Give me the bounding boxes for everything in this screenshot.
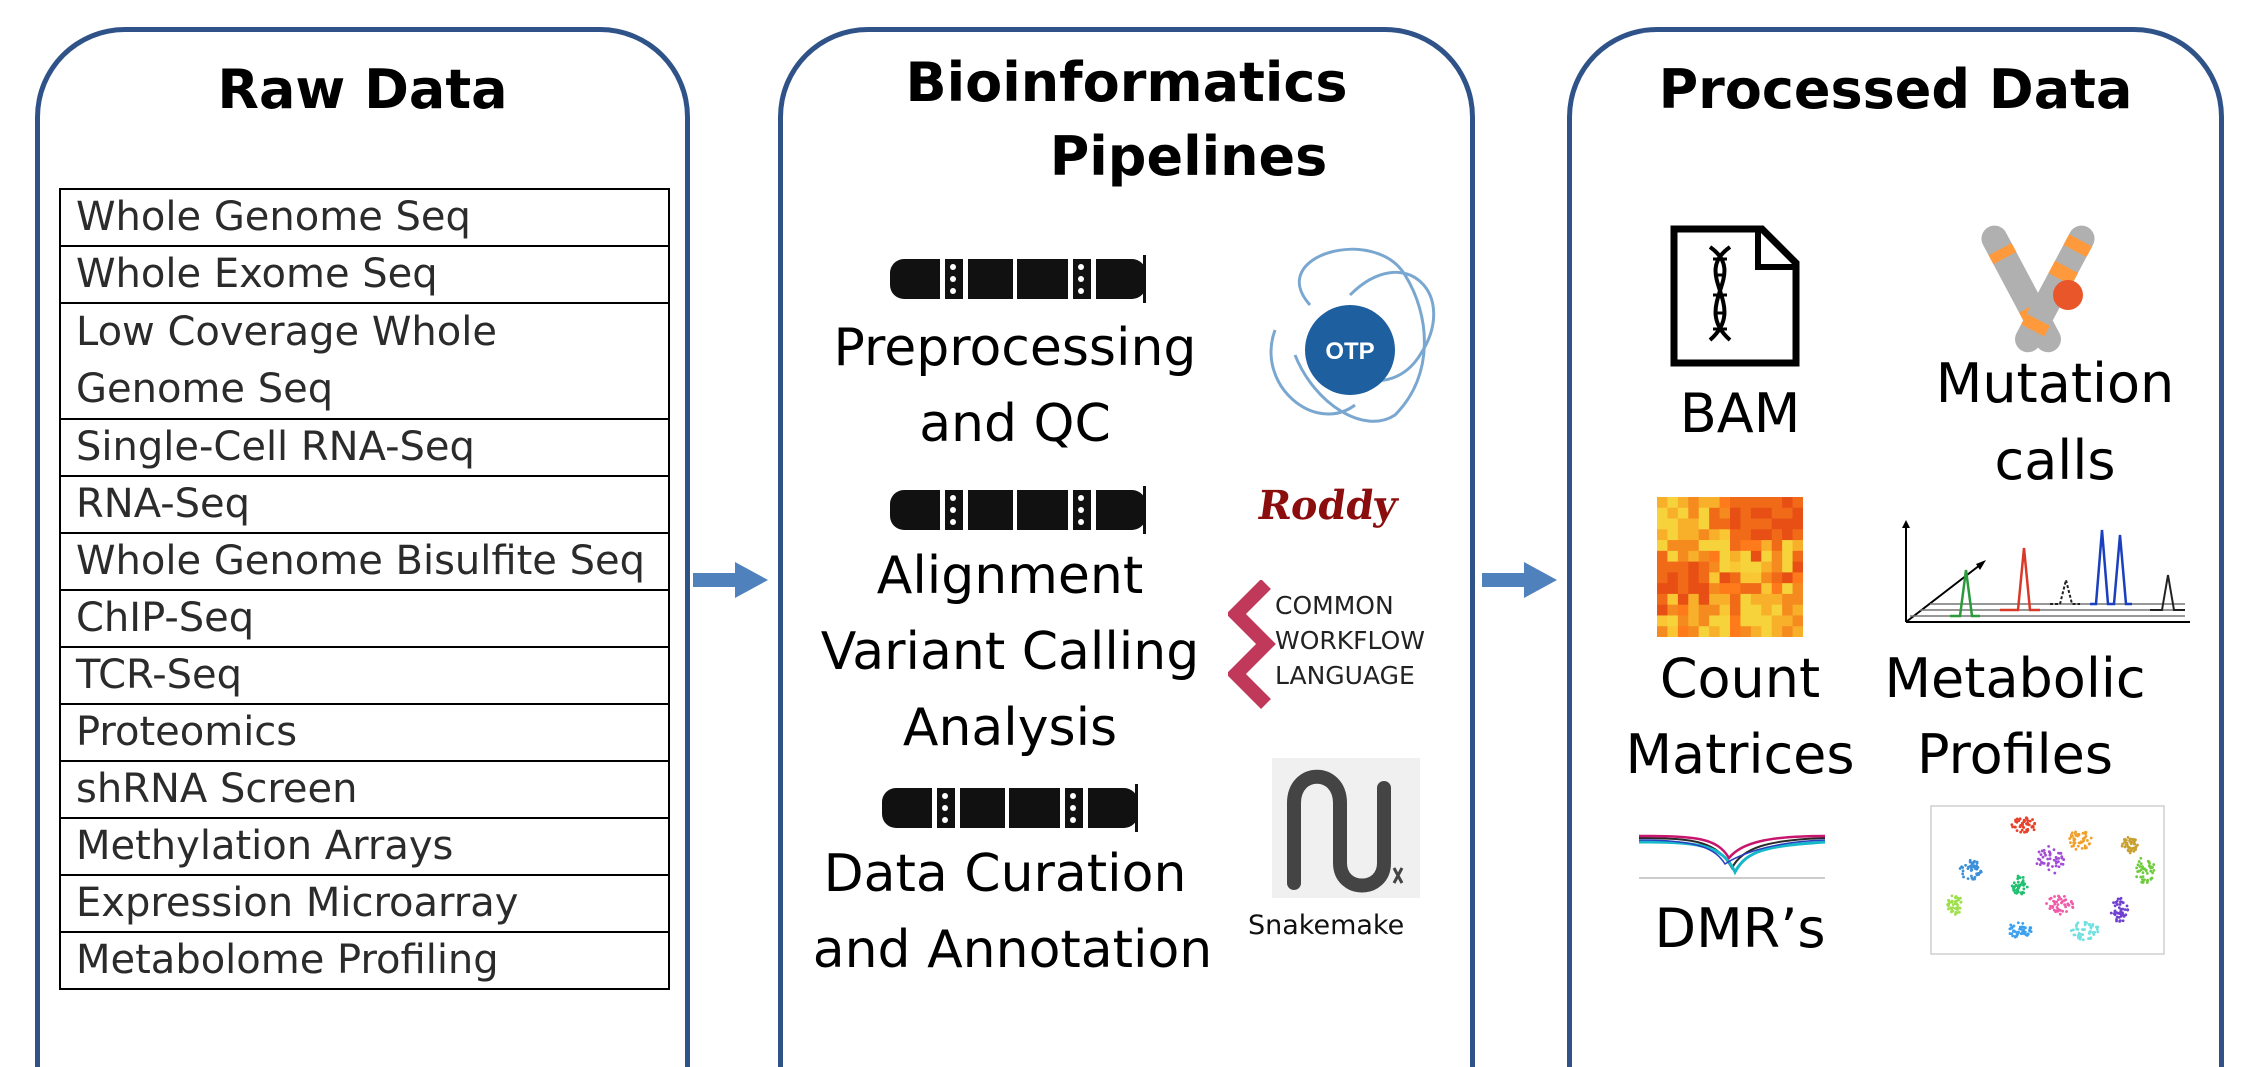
heatmap-icon	[1657, 497, 1803, 637]
table-row: Metabolome Profiling	[59, 931, 670, 990]
cwl-line: WORKFLOW	[1275, 626, 1425, 655]
table-row: Methylation Arrays	[59, 817, 670, 876]
pipeline-icon	[890, 255, 1146, 303]
raw-item: Single-Cell RNA-Seq	[59, 418, 670, 477]
spectra-icon	[1902, 520, 2190, 623]
table-row: TCR-Seq	[59, 646, 670, 705]
step-alignment-line2: Variant Calling	[820, 622, 1200, 682]
count-matrices-line2: Matrices	[1625, 723, 1855, 786]
table-row: ChIP-Seq	[59, 589, 670, 648]
processed-bam-label: BAM	[1679, 382, 1801, 445]
otp-logo-icon: OTP	[1269, 247, 1436, 423]
step-curation-line1: Data Curation	[823, 844, 1187, 904]
raw-item: Whole Genome Seq	[59, 188, 670, 247]
bam-file-icon	[1670, 225, 1800, 367]
dmr-label: DMR’s	[1654, 897, 1826, 960]
cwl-line: LANGUAGE	[1275, 661, 1415, 690]
cwl-line: COMMON	[1275, 591, 1394, 620]
table-row: Expression Microarray	[59, 874, 670, 933]
raw-item: RNA-Seq	[59, 475, 670, 534]
pipelines-panel	[778, 27, 1475, 1067]
metabolic-profiles-line2: Profiles	[1916, 723, 2114, 786]
step-alignment-line1: Alignment	[876, 546, 1144, 606]
raw-item: Methylation Arrays	[59, 817, 670, 876]
processed-data-title: Processed Data	[1658, 58, 2133, 121]
otp-logo-text: OTP	[1325, 338, 1374, 365]
table-row: Whole Genome Seq	[59, 188, 670, 247]
count-matrices-line1: Count	[1659, 647, 1821, 710]
pipeline-icon	[882, 784, 1138, 832]
processed-data-panel	[1567, 27, 2224, 1067]
raw-item: Whole Genome Bisulfite Seq	[59, 532, 670, 591]
raw-item-line: Low Coverage Whole	[76, 309, 497, 355]
arrow-right-icon	[693, 562, 768, 598]
table-row: Whole Exome Seq	[59, 245, 670, 304]
raw-item: TCR-Seq	[59, 646, 670, 705]
dmr-plot-icon	[1638, 834, 1826, 879]
raw-item: Whole Exome Seq	[59, 245, 670, 304]
cwl-logo-text: COMMON WORKFLOW LANGUAGE	[1275, 588, 1425, 693]
table-row: Proteomics	[59, 703, 670, 762]
arrow-right-icon	[1482, 562, 1557, 598]
step-curation-line2: and Annotation	[812, 920, 1213, 980]
raw-item: Metabolome Profiling	[59, 931, 670, 990]
raw-item: Expression Microarray	[59, 874, 670, 933]
pipelines-title-line2: Pipelines	[1049, 125, 1328, 188]
step-preprocessing-line2: and QC	[919, 394, 1111, 454]
table-row: Single-Cell RNA-Seq	[59, 418, 670, 477]
snakemake-logo-icon	[1272, 758, 1420, 898]
raw-item-line: Genome Seq	[76, 366, 334, 412]
table-row: Whole Genome Bisulfite Seq	[59, 532, 670, 591]
table-row: RNA-Seq	[59, 475, 670, 534]
metabolic-profiles-line1: Metabolic	[1884, 647, 2146, 710]
mutation-calls-line1: Mutation	[1935, 352, 2175, 415]
cwl-logo-icon	[1228, 580, 1276, 709]
table-row: shRNA Screen	[59, 760, 670, 819]
scatter-plot-icon	[1930, 805, 2165, 955]
step-preprocessing-line1: Preprocessing	[833, 318, 1197, 378]
raw-data-title: Raw Data	[217, 58, 508, 121]
mutation-calls-line2: calls	[1994, 429, 2116, 492]
pipelines-title-line1: Bioinformatics	[905, 51, 1348, 114]
raw-item: shRNA Screen	[59, 760, 670, 819]
raw-item: ChIP-Seq	[59, 589, 670, 648]
step-alignment-line3: Analysis	[902, 698, 1118, 758]
pipeline-icon	[890, 486, 1146, 534]
roddy-logo: Roddy	[1254, 482, 1401, 529]
chromosome-icon	[1981, 225, 2095, 353]
raw-data-table: Whole Genome Seq Whole Exome Seq Low Cov…	[59, 188, 670, 990]
raw-item: Proteomics	[59, 703, 670, 762]
raw-data-panel	[35, 27, 690, 1067]
snakemake-label: Snakemake	[1248, 910, 1405, 941]
